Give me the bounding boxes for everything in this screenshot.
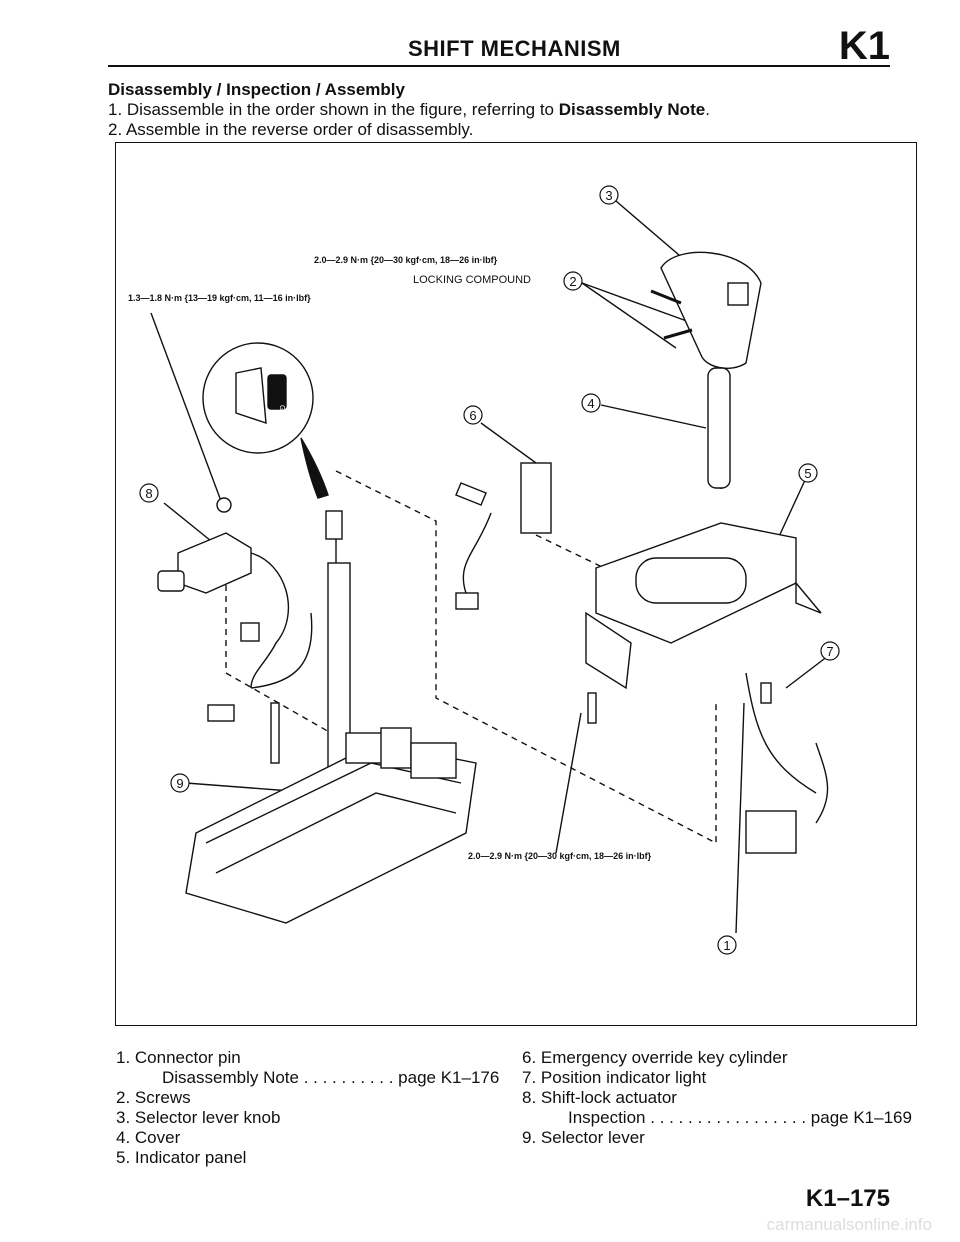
cover-tube [707, 367, 731, 489]
torque-label-left: 1.3—1.8 N·m {13—19 kgf·cm, 11—16 in·lbf} [128, 293, 311, 303]
page-header: SHIFT MECHANISM K1 [108, 24, 890, 68]
leader-7 [785, 655, 829, 689]
intro-block: Disassembly / Inspection / Assembly 1. D… [108, 80, 908, 140]
grease-label: GREASE [278, 405, 285, 435]
page-title: SHIFT MECHANISM [408, 36, 621, 61]
callout-7: 7 [820, 641, 840, 661]
step-2: 2. Assemble in the reverse order of disa… [108, 120, 474, 139]
svg-text:1: 1 [723, 938, 730, 953]
parts-legend-right: 6. Emergency override key cylinder 7. Po… [522, 1048, 922, 1148]
legend-item: 9. Selector lever [522, 1128, 645, 1147]
exploded-diagram: 3 2 4 6 5 8 7 9 1 2.0—2.9 N·m {20—30 kgf… [115, 142, 917, 1026]
procedure-heading: Disassembly / Inspection / Assembly [108, 80, 405, 99]
step-1: 1. Disassemble in the order shown in the… [108, 100, 908, 120]
svg-text:4: 4 [587, 396, 594, 411]
callout-1: 1 [717, 935, 737, 955]
legend-item: 1. Connector pin [116, 1048, 241, 1067]
section-code: K1 [838, 24, 890, 68]
callout-2: 2 [563, 271, 583, 291]
svg-text:7: 7 [826, 644, 833, 659]
legend-item: 5. Indicator panel [116, 1148, 247, 1167]
callout-9: 9 [170, 773, 190, 793]
legend-item: 6. Emergency override key cylinder [522, 1048, 788, 1067]
legend-subitem: Disassembly Note . . . . . . . . . . pag… [162, 1068, 500, 1087]
svg-text:8: 8 [145, 486, 152, 501]
indicator-light-connector [745, 810, 797, 854]
leader-6 [480, 422, 537, 464]
leader-9 [185, 782, 292, 792]
step-1-text: 1. Disassemble in the order shown in the… [108, 100, 559, 119]
leader-torque-bottom [555, 712, 582, 854]
callout-3: 3 [599, 185, 619, 205]
locking-compound-label: LOCKING COMPOUND [413, 274, 531, 286]
step-1-suffix: . [705, 100, 710, 119]
callout-5: 5 [798, 463, 818, 483]
leader-1 [735, 702, 745, 934]
legend-item: 8. Shift-lock actuator [522, 1088, 677, 1107]
callout-4: 4 [581, 393, 601, 413]
svg-text:9: 9 [176, 776, 183, 791]
step-1-reference: Disassembly Note [558, 100, 706, 119]
svg-text:3: 3 [605, 188, 612, 203]
svg-text:5: 5 [804, 466, 811, 481]
callout-8: 8 [139, 483, 159, 503]
svg-text:2: 2 [569, 274, 576, 289]
legend-item: 2. Screws [116, 1088, 191, 1107]
key-cylinder [520, 462, 552, 534]
diagram-svg: 3 2 4 6 5 8 7 9 1 2.0—2.9 N·m {20—30 kgf… [128, 185, 840, 955]
assembly-line-a [335, 470, 717, 845]
legend-item: 7. Position indicator light [522, 1068, 707, 1087]
leader-4 [600, 404, 707, 429]
selector-knob [660, 251, 762, 369]
header-rule [108, 65, 890, 67]
shift-lock-actuator [177, 532, 252, 594]
legend-item: 3. Selector lever knob [116, 1108, 281, 1127]
page-number: K1–175 [805, 1185, 890, 1212]
legend-item: 4. Cover [116, 1128, 181, 1147]
torque-label-bottom: 2.0—2.9 N·m {20—30 kgf·cm, 18—26 in·lbf} [468, 851, 652, 861]
torque-label-top: 2.0—2.9 N·m {20—30 kgf·cm, 18—26 in·lbf} [314, 255, 498, 265]
callout-6: 6 [463, 405, 483, 425]
legend-subitem: Inspection . . . . . . . . . . . . . . .… [568, 1108, 912, 1127]
svg-text:6: 6 [469, 408, 476, 423]
leader-torque-left [150, 312, 222, 502]
leader-8 [163, 502, 217, 546]
leader-3 [615, 200, 687, 262]
parts-legend-left: 1. Connector pin Disassembly Note . . . … [116, 1048, 516, 1168]
footer-watermark: carmanualsonline.info [766, 1215, 932, 1234]
leader-5 [775, 477, 807, 544]
leader-2b [581, 282, 677, 349]
